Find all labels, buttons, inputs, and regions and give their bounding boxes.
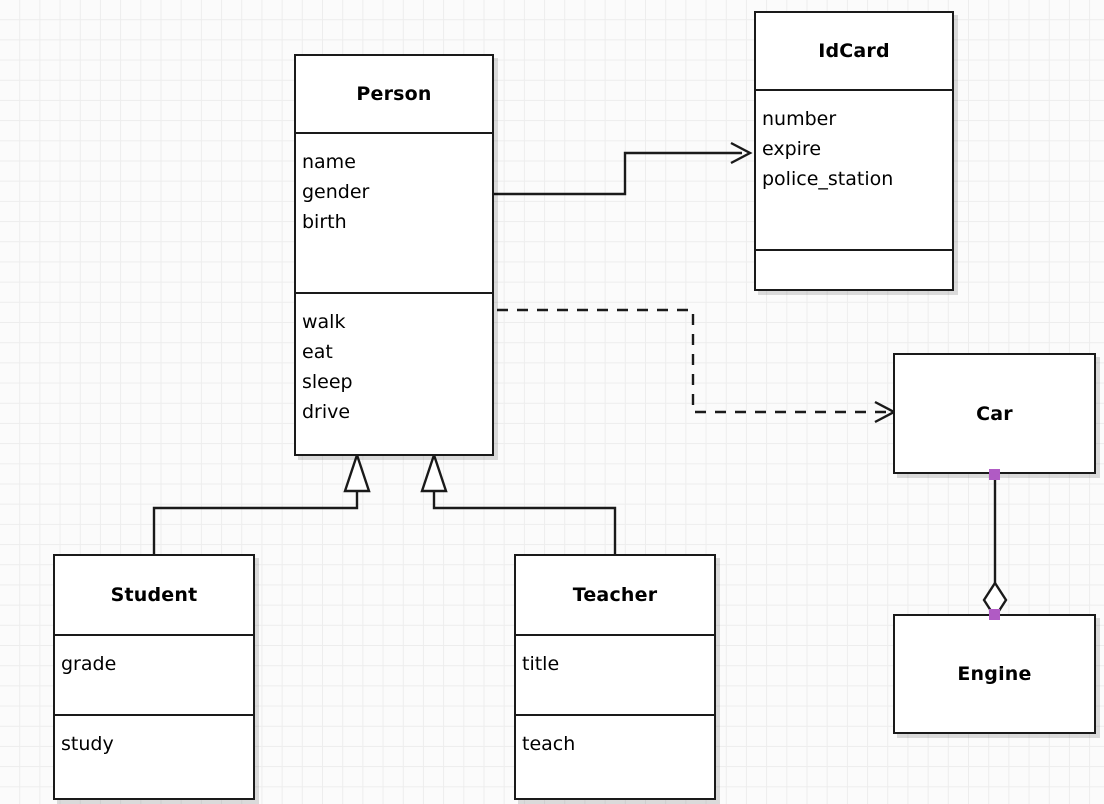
class-box-teacher[interactable]: Teacher title teach xyxy=(514,554,716,800)
class-title-engine: Engine xyxy=(957,663,1032,685)
class-operations-idcard xyxy=(756,249,952,289)
class-box-engine[interactable]: Engine xyxy=(893,614,1096,734)
attribute-item: name xyxy=(302,151,356,173)
attribute-item: title xyxy=(522,653,560,675)
class-title-idcard: IdCard xyxy=(818,40,890,62)
edge-teacher-person xyxy=(420,451,617,554)
class-title-teacher: Teacher xyxy=(572,584,658,606)
class-box-idcard[interactable]: IdCard number expire police_station xyxy=(754,11,954,291)
class-operations-teacher: teach xyxy=(516,714,714,800)
attribute-item: number xyxy=(762,108,837,130)
class-attributes-person: name gender birth xyxy=(296,132,492,292)
class-title-car: Car xyxy=(976,402,1013,425)
operation-item: walk xyxy=(302,311,346,333)
edge-student-person xyxy=(152,451,371,554)
operation-item: study xyxy=(61,733,114,755)
class-box-car[interactable]: Car xyxy=(893,353,1096,474)
class-operations-student: study xyxy=(55,714,253,800)
class-operations-person: walk eat sleep drive xyxy=(296,292,492,454)
edge-car-engine xyxy=(982,474,1008,620)
connection-port-engine-top[interactable] xyxy=(989,609,1000,620)
attribute-item: police_station xyxy=(762,168,894,190)
class-attributes-student: grade xyxy=(55,634,253,714)
class-title-student: Student xyxy=(110,584,198,606)
class-box-student[interactable]: Student grade study xyxy=(53,554,255,800)
edge-person-idcard xyxy=(494,141,753,196)
attribute-item: expire xyxy=(762,138,822,160)
attribute-item: gender xyxy=(302,181,370,203)
attribute-item: birth xyxy=(302,211,347,233)
operation-item: eat xyxy=(302,341,333,363)
class-attributes-teacher: title xyxy=(516,634,714,714)
attribute-item: grade xyxy=(61,653,117,675)
operation-item: sleep xyxy=(302,371,353,393)
edge-person-car xyxy=(497,308,897,424)
connection-port-car-bottom[interactable] xyxy=(989,469,1000,480)
operation-item: drive xyxy=(302,401,351,423)
operation-item: teach xyxy=(522,733,576,755)
class-box-person[interactable]: Person name gender birth walk eat sleep … xyxy=(294,54,494,456)
class-title-person: Person xyxy=(356,83,432,105)
class-attributes-idcard: number expire police_station xyxy=(756,89,952,249)
